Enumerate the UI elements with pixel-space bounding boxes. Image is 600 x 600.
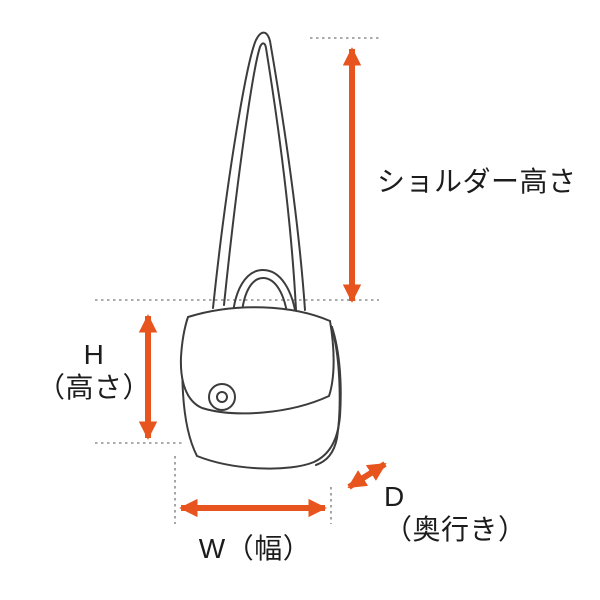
strap-outer-line (212, 31, 306, 311)
bag-gusset-line (315, 325, 341, 466)
guide-lines (95, 37, 379, 524)
depth-label-letter: D (384, 481, 405, 512)
measurement-arrows (138, 47, 387, 518)
height-label: H （高さ） (28, 338, 160, 404)
bag-illustration (179, 31, 342, 470)
strap-inner-line (223, 42, 297, 311)
height-label-letter: H (83, 339, 105, 370)
handle-inner-line (240, 276, 289, 326)
clasp-icon (208, 383, 236, 411)
shoulder-height-label: ショルダー高さ (377, 166, 577, 197)
width-label: W（幅） (198, 533, 312, 564)
depth-label: D （奥行き） (384, 480, 527, 546)
handle-outer-line (231, 268, 298, 328)
bag-flap (179, 306, 335, 415)
depth-label-sub: （奥行き） (384, 514, 527, 545)
depth-arrow (347, 461, 387, 490)
clasp-center-icon (216, 391, 228, 403)
height-label-sub: （高さ） (36, 372, 151, 403)
